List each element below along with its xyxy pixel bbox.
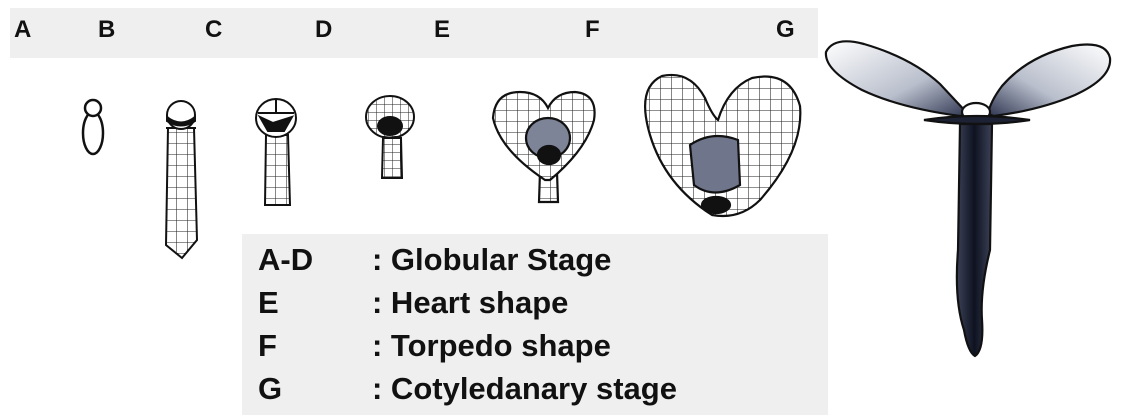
embryo-stage-f [493,92,595,202]
embryo-stage-b [83,100,103,154]
legend-description: : Globular Stage [372,242,611,278]
embryo-stage-g [645,75,800,216]
legend-key: A-D [258,242,313,278]
legend-description: : Torpedo shape [372,328,611,364]
legend-description: : Cotyledanary stage [372,371,677,407]
stage-legend: A-D : Globular Stage E : Heart shape F :… [242,234,828,415]
embryo-stage-d [256,99,296,205]
legend-key: F [258,328,277,364]
seedling-drawing [826,41,1110,356]
legend-key: E [258,285,279,321]
legend-key: G [258,371,282,407]
embryo-stage-e [366,96,414,178]
embryo-stage-c [166,101,197,258]
legend-description: : Heart shape [372,285,568,321]
